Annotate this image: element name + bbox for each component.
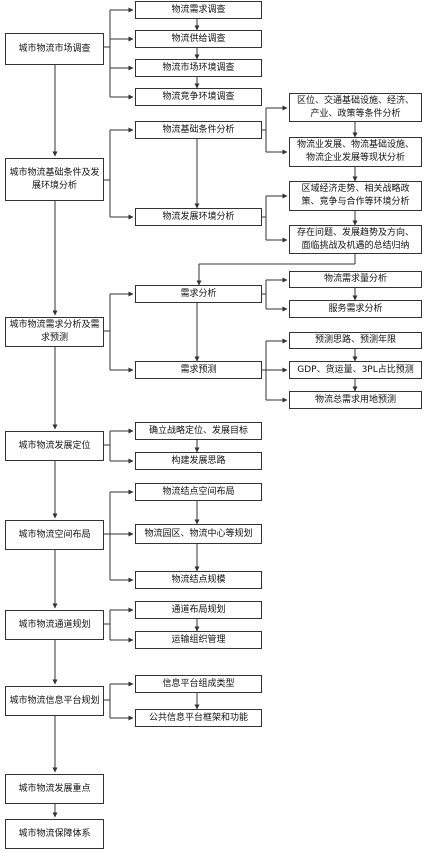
step-park-center-planning: 物流园区、物流中心等规划 [135, 524, 262, 544]
step-strategic-positioning: 确立战略定位、发展目标 [135, 422, 262, 440]
step-corridor-layout: 通道布局规划 [135, 601, 262, 619]
step-market-environment-survey: 物流市场环境调查 [135, 59, 262, 77]
detail-current-status: 物流业发展、物流基础设施、物流企业发展等现状分析 [289, 137, 422, 167]
detail-problems-summary: 存在问题、发展趋势及方向、面临挑战及机遇的总结归纳 [289, 225, 422, 254]
stage-support-system: 城市物流保障体系 [5, 819, 104, 849]
step-development-approach: 构建发展思路 [135, 452, 262, 470]
step-supply-survey: 物流供给调查 [135, 30, 262, 48]
detail-demand-volume: 物流需求量分析 [289, 271, 422, 288]
step-platform-types: 信息平台组成类型 [135, 675, 262, 693]
stage-conditions-analysis: 城市物流基础条件及发展环境分析 [5, 158, 104, 201]
step-transport-management: 运输组织管理 [135, 631, 262, 649]
step-platform-framework: 公共信息平台框架和功能 [135, 709, 262, 727]
detail-forecast-method: 预测思路、预测年限 [289, 332, 422, 349]
step-environment-analysis: 物流发展环境分析 [135, 208, 262, 226]
step-base-conditions-analysis: 物流基础条件分析 [135, 121, 262, 139]
step-demand-survey: 物流需求调查 [135, 1, 262, 19]
detail-service-demand: 服务需求分析 [289, 300, 422, 318]
detail-location-conditions: 区位、交通基础设施、经济、产业、政策等条件分析 [289, 93, 422, 122]
step-demand-projection: 需求预测 [135, 361, 262, 379]
stage-demand-forecast: 城市物流需求分析及需求预测 [5, 317, 104, 347]
step-node-scale: 物流结点规模 [135, 571, 262, 589]
detail-economic-trends: 区域经济走势、相关战略政策、竞争与合作等环境分析 [289, 181, 422, 211]
stage-corridor-planning: 城市物流通道规划 [5, 610, 104, 640]
step-node-layout: 物流结点空间布局 [135, 483, 262, 501]
stage-key-development: 城市物流发展重点 [5, 774, 104, 804]
stage-spatial-layout: 城市物流空间布局 [5, 520, 104, 550]
detail-land-demand-forecast: 物流总需求用地预测 [289, 391, 422, 409]
step-competition-survey: 物流竞争环境调查 [135, 88, 262, 106]
stage-market-survey: 城市物流市场调查 [5, 33, 104, 65]
step-demand-analysis: 需求分析 [135, 285, 262, 303]
stage-info-platform: 城市物流信息平台规划 [5, 686, 104, 716]
stage-positioning: 城市物流发展定位 [5, 431, 104, 461]
detail-gdp-freight-forecast: GDP、货运量、3PL占比预测 [289, 361, 422, 379]
